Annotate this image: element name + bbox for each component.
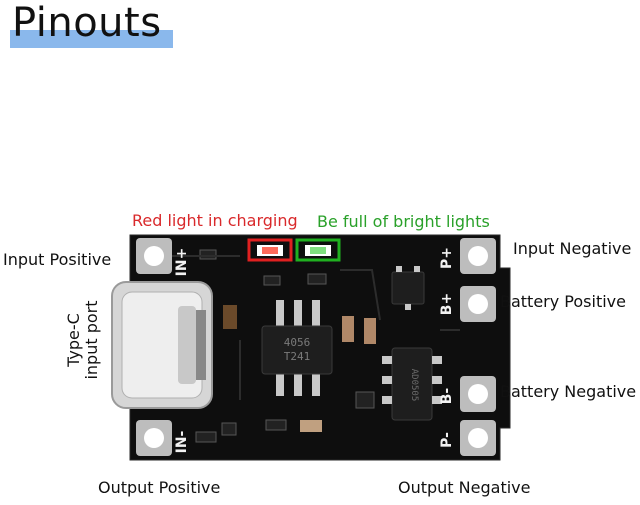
label-battery-positive: Battery Positive [500, 292, 626, 311]
pad-in-minus [136, 420, 172, 456]
label-output-positive: Output Positive [98, 478, 221, 497]
silk-in-plus: IN+ [174, 248, 190, 277]
label-input-positive: Input Positive [3, 250, 112, 269]
label-red-led: Red light in charging [132, 211, 298, 230]
label-output-negative: Output Negative [398, 478, 531, 497]
svg-text:AD0505: AD0505 [409, 369, 419, 402]
pad-p-minus [460, 420, 496, 456]
pad-in-plus [136, 238, 172, 274]
label-input-negative: Input Negative [513, 239, 632, 258]
protection-ic: AD0505 [382, 347, 442, 421]
silk-b-plus: B+ [439, 293, 455, 315]
label-battery-negative: Battery Negative [500, 382, 637, 401]
label-type-c-line1: Type-C [64, 313, 83, 367]
passive-components [195, 249, 376, 443]
title-highlight [10, 30, 173, 48]
silk-p-plus: P+ [439, 247, 455, 269]
mosfet [391, 266, 425, 310]
label-green-led: Be full of bright lights [317, 212, 490, 231]
label-type-c-line2: input port [82, 300, 101, 380]
label-type-c: Type-C input port [58, 300, 108, 380]
chip-marking-1: 4056 [284, 336, 311, 349]
green-led [295, 238, 341, 262]
silk-p-minus: P- [439, 432, 455, 448]
pad-b-minus [460, 376, 496, 412]
pad-b-plus [460, 286, 496, 322]
charger-ic [261, 300, 333, 396]
page-title: Pinouts [12, 0, 162, 46]
red-led [247, 238, 293, 262]
pad-p-plus [460, 238, 496, 274]
title-block: Pinouts [10, 0, 175, 52]
usb-c-connector [111, 281, 213, 409]
silk-in-minus: IN- [174, 430, 190, 453]
silk-b-minus: B- [439, 388, 455, 405]
traces [172, 255, 460, 400]
chip-marking-2: T241 [284, 350, 311, 363]
